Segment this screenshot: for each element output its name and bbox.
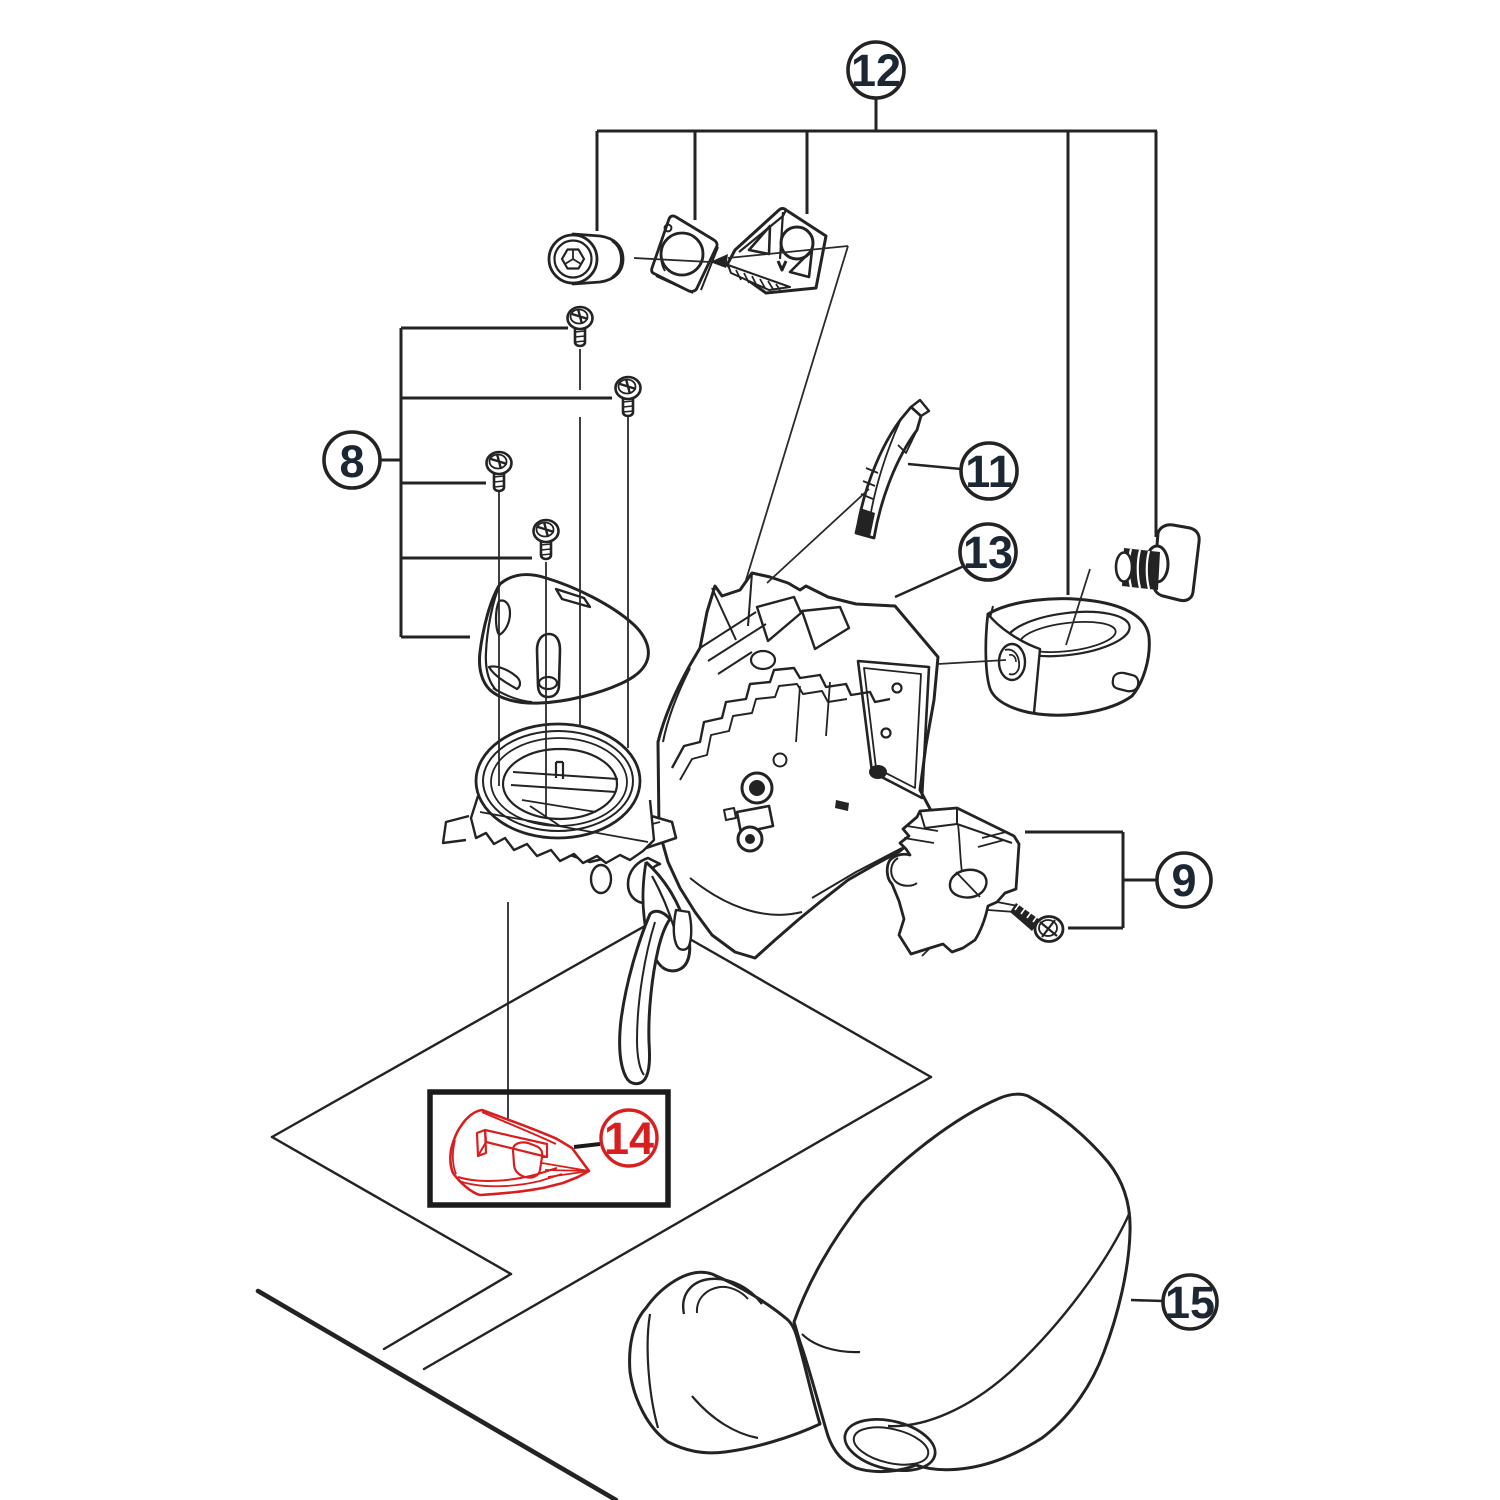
svg-text:14: 14 bbox=[604, 1113, 654, 1164]
svg-text:8: 8 bbox=[339, 436, 364, 487]
svg-text:12: 12 bbox=[851, 45, 901, 96]
svg-text:13: 13 bbox=[963, 527, 1013, 578]
svg-text:11: 11 bbox=[965, 446, 1013, 497]
svg-text:15: 15 bbox=[1165, 1277, 1215, 1328]
svg-text:9: 9 bbox=[1171, 855, 1196, 906]
